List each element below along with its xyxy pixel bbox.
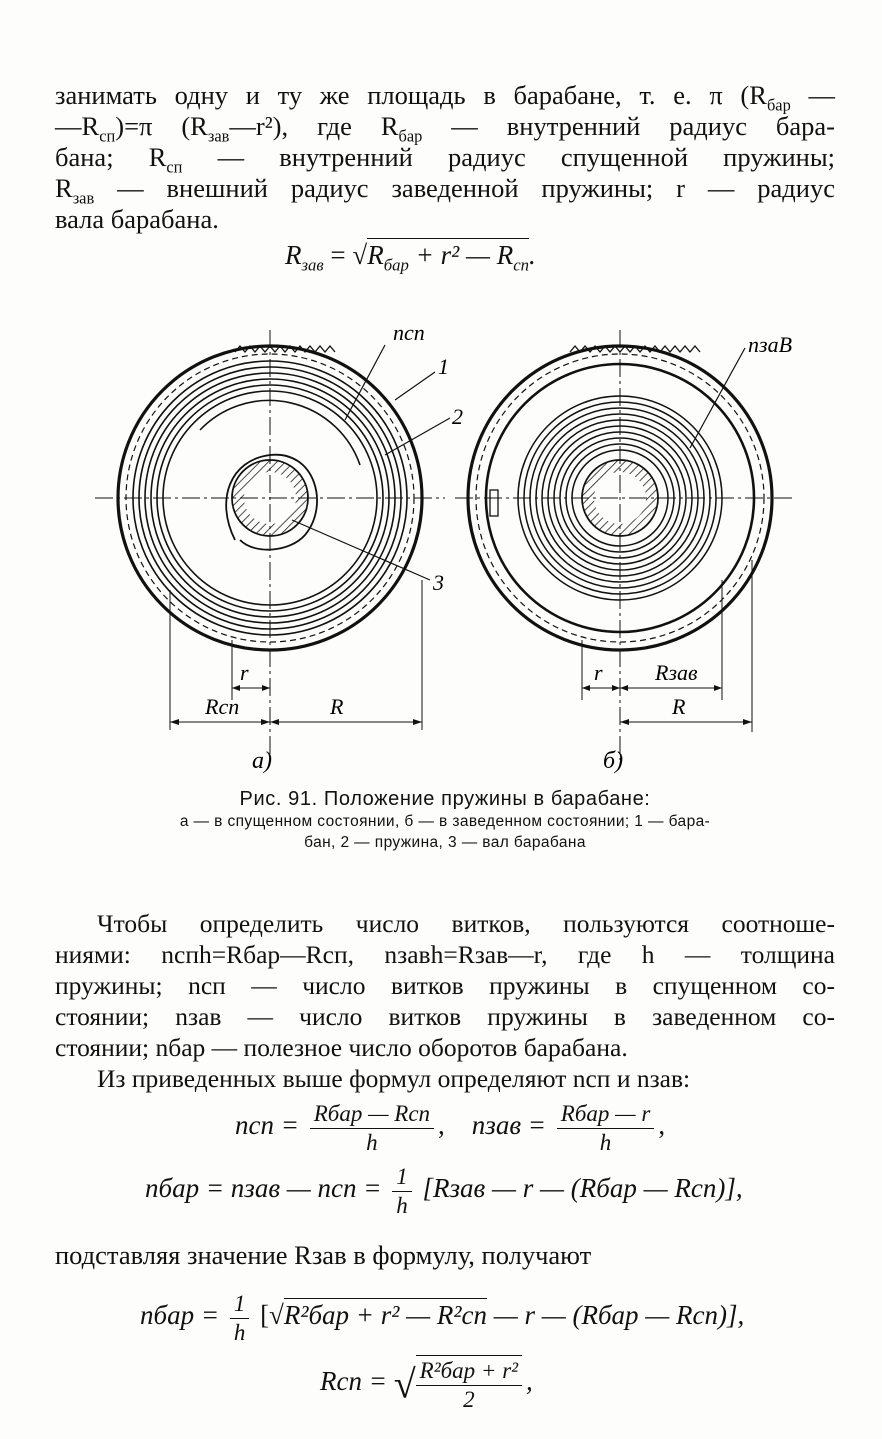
label-2: 2 [452, 404, 463, 429]
text-line: —Rсп)=π (Rзав—r²), где Rбар — внутренний… [55, 111, 836, 146]
text-line: ниями: nспh=Rбар—Rсп, nзавh=Rзав—r, где … [55, 940, 835, 969]
caption-legend-line: а — в спущенном состоянии, б — в заведен… [179, 813, 711, 830]
label-R-left: R [329, 694, 344, 719]
label-r-left: r [240, 660, 249, 685]
label-rzav: Rзав [654, 660, 698, 685]
text-line: стоянии; nзав — число витков пружины в з… [55, 1002, 835, 1031]
intro-paragraph: занимать одну и ту же площадь в барабане… [55, 80, 835, 235]
subfigure-a-label: а) [252, 748, 272, 774]
drum-wound [455, 330, 795, 760]
label-nsp: nсп [393, 320, 425, 345]
label-R-right: R [671, 694, 686, 719]
drum-unwound [95, 330, 451, 760]
text-line: Чтобы определить число витков, пользуютс… [97, 909, 835, 938]
text-line: пружины; nсп — число витков пружины в сп… [55, 971, 835, 1000]
text-line: вала барабана. [55, 204, 219, 234]
text-line: стоянии; nбар — полезное число оборотов … [55, 1033, 628, 1062]
caption-legend-line: бан, 2 — пружина, 3 — вал барабана [304, 834, 586, 851]
caption-title: Рис. 91. Положение пружины в барабане: [239, 788, 651, 810]
label-1: 1 [438, 354, 449, 379]
text-line: занимать одну и ту же площадь в барабане… [55, 80, 836, 115]
subfigure-b-label: б) [603, 748, 623, 774]
text-line: Rзав — внешний радиус заведенной пружины… [55, 173, 835, 208]
label-rsp: Rсп [204, 694, 239, 719]
label-3: 3 [432, 570, 444, 595]
label-nzav: nзаВ [748, 332, 792, 357]
text-line: Из приведенных выше формул определяют nс… [97, 1064, 691, 1093]
figure-caption: Рис. 91. Положение пружины в барабане: а… [60, 788, 830, 853]
text-line: бана; Rсп — внутренний радиус спущенной … [55, 142, 835, 177]
label-r-right: r [594, 660, 603, 685]
inner-spiral [225, 454, 318, 551]
text-line: подставляя значение Rзав в формулу, полу… [55, 1240, 592, 1270]
turns-paragraph: Чтобы определить число витков, пользуютс… [55, 908, 835, 1094]
formula-rzav: Rзав = √Rбар + r² — Rсп. [285, 238, 536, 275]
substitution-paragraph: подставляя значение Rзав в формулу, полу… [55, 1240, 835, 1271]
figure-spring-drum: nсп 1 2 3 r Rсп R а) [95, 320, 795, 774]
